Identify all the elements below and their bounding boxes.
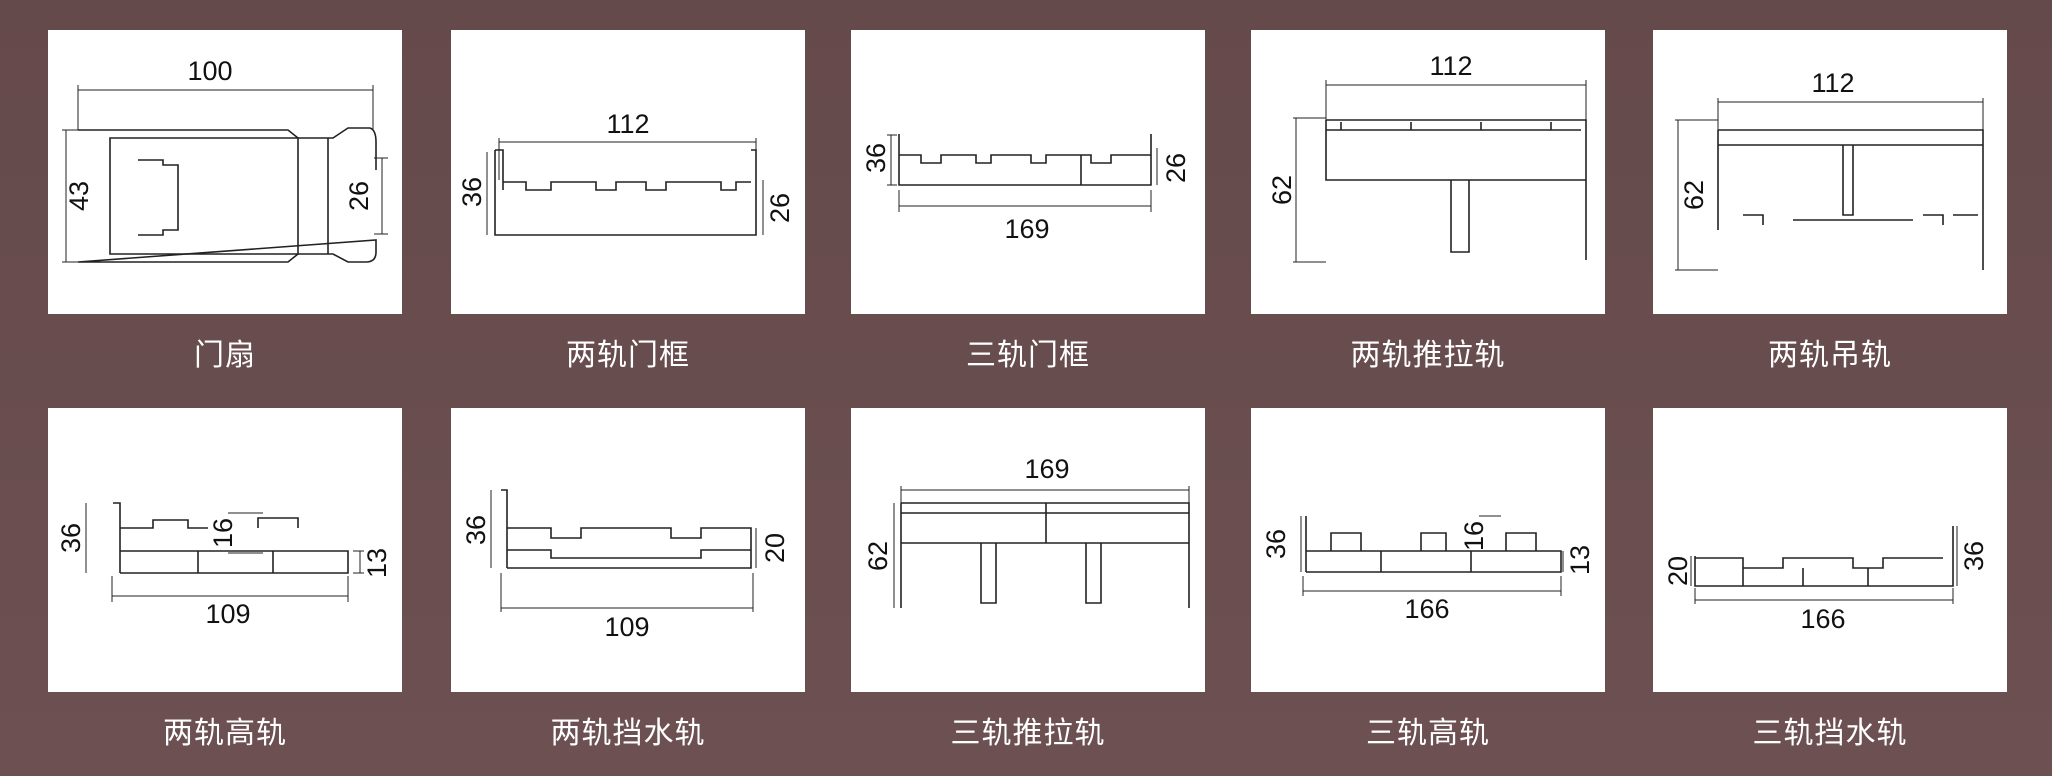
dim-width: 166 xyxy=(1404,594,1449,624)
product-card-two-track-hanging-rail[interactable]: 112 62 xyxy=(1653,30,2007,314)
dim-inner: 26 xyxy=(765,193,795,223)
profile-drawing: 100 43 26 xyxy=(62,56,388,263)
profile-drawing: 20 36 166 xyxy=(1663,526,1989,634)
product-card-two-track-high-rail[interactable]: 36 16 13 109 xyxy=(48,408,402,692)
dim-height: 43 xyxy=(64,181,94,211)
dim-height: 36 xyxy=(457,177,487,207)
dim-height: 62 xyxy=(1267,175,1297,205)
dim-track: 13 xyxy=(362,548,392,578)
dim-height: 36 xyxy=(461,515,491,545)
product-label: 两轨推拉轨 xyxy=(1350,338,1506,373)
profile-drawing: 112 36 26 xyxy=(457,109,795,236)
product-card-two-track-water-stop-rail[interactable]: 36 20 109 xyxy=(451,408,805,692)
dim-height: 36 xyxy=(861,143,891,173)
dim-step: 16 xyxy=(208,518,238,548)
product-card-two-track-door-frame[interactable]: 112 36 26 xyxy=(451,30,805,314)
profile-drawing: 169 62 xyxy=(863,454,1190,608)
product-label: 三轨高轨 xyxy=(1366,716,1490,751)
dim-step: 16 xyxy=(1459,521,1489,551)
product-card-two-track-sliding-rail[interactable]: 112 62 xyxy=(1251,30,1605,314)
dim-width: 169 xyxy=(1024,454,1069,484)
product-label: 三轨挡水轨 xyxy=(1752,716,1908,751)
dim-height: 36 xyxy=(1261,529,1291,559)
profile-drawing: 36 20 109 xyxy=(461,489,790,642)
dim-width: 169 xyxy=(1004,214,1049,244)
product-card-three-track-sliding-rail[interactable]: 169 62 xyxy=(851,408,1205,692)
dim-height: 62 xyxy=(863,541,893,571)
product-label: 两轨门框 xyxy=(566,338,690,373)
dim-width: 166 xyxy=(1800,604,1845,634)
dim-height-right: 36 xyxy=(1959,541,1989,571)
dim-width: 112 xyxy=(1429,51,1472,81)
dim-width: 109 xyxy=(604,612,649,642)
product-card-three-track-door-frame[interactable]: 36 26 169 xyxy=(851,30,1205,314)
dim-width: 100 xyxy=(187,56,232,86)
dim-height: 20 xyxy=(1663,556,1693,586)
dim-width: 109 xyxy=(205,599,250,629)
product-label: 两轨高轨 xyxy=(163,716,287,751)
dim-inner: 26 xyxy=(344,181,374,211)
dim-width: 112 xyxy=(606,109,649,139)
product-label: 三轨推拉轨 xyxy=(950,716,1106,751)
product-label: 两轨挡水轨 xyxy=(550,716,706,751)
product-card-three-track-water-stop-rail[interactable]: 20 36 166 xyxy=(1653,408,2007,692)
profile-drawing: 112 62 xyxy=(1267,51,1587,263)
dim-inner: 20 xyxy=(760,533,790,563)
product-label: 三轨门框 xyxy=(966,338,1090,373)
dim-track: 13 xyxy=(1565,545,1595,575)
profile-drawing: 36 16 13 166 xyxy=(1261,515,1595,624)
product-label: 两轨吊轨 xyxy=(1768,338,1892,373)
profile-drawing: 36 16 13 109 xyxy=(56,502,392,629)
product-label: 门扇 xyxy=(194,338,256,373)
dim-height: 36 xyxy=(56,523,86,553)
profile-drawing: 112 62 xyxy=(1675,68,1984,271)
product-card-door-sash[interactable]: 100 43 26 xyxy=(48,30,402,314)
dim-height: 62 xyxy=(1679,180,1709,210)
dim-inner: 26 xyxy=(1161,153,1191,183)
dim-width: 112 xyxy=(1811,68,1854,98)
product-card-three-track-high-rail[interactable]: 36 16 13 166 xyxy=(1251,408,1605,692)
profile-drawing: 36 26 169 xyxy=(861,134,1191,244)
